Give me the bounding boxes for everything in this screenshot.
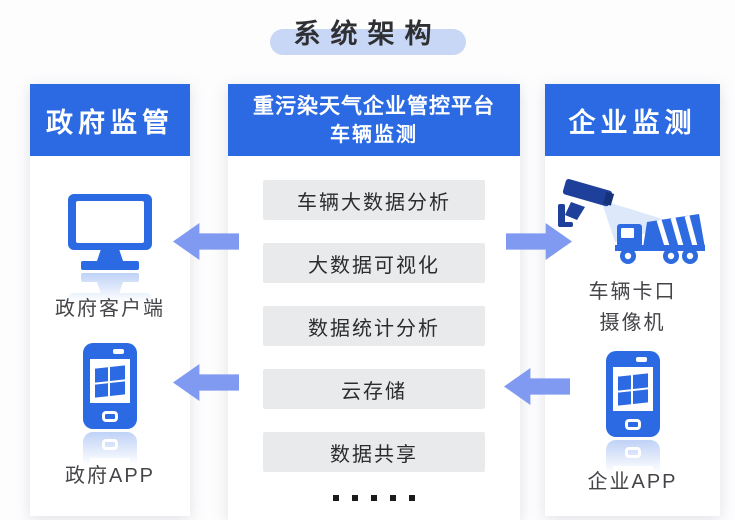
module-cloud-storage: 云存储 [263, 369, 485, 409]
page-title-text: 系统架构 [293, 19, 442, 49]
phone-home-button [624, 419, 641, 430]
camera-label-line2: 摄像机 [599, 312, 666, 334]
platform-module-list: 车辆大数据分析 大数据可视化 数据统计分析 云存储 数据共享 [263, 180, 485, 472]
module-vehicle-bigdata-analysis: 车辆大数据分析 [263, 180, 485, 220]
government-panel-title: 政府监管 [46, 107, 174, 138]
enterprise-panel-header: 企业监测 [545, 84, 720, 156]
module-bigdata-visualization: 大数据可视化 [263, 243, 485, 283]
module-data-statistics: 数据统计分析 [263, 306, 485, 346]
phone-speaker [113, 349, 124, 354]
platform-panel-header: 重污染天气企业管控平台 车辆监测 [228, 84, 520, 156]
monitor-base [81, 261, 139, 270]
cctv-camera [557, 179, 614, 227]
platform-panel: 重污染天气企业管控平台 车辆监测 车辆大数据分析 大数据可视化 数据统计分析 云… [228, 84, 520, 520]
platform-title-line2: 车辆监测 [330, 124, 418, 147]
government-client-label: 政府客户端 [55, 298, 165, 320]
monitor-stand [97, 250, 123, 261]
phone-speaker [635, 357, 647, 362]
monitor-frame [68, 194, 152, 250]
government-app-label: 政府APP [64, 465, 156, 487]
phone-screen [90, 359, 130, 403]
government-panel: 政府监管 政府客户端 政府APP [30, 84, 190, 516]
page-title: 系统架构 [0, 12, 735, 55]
windows-logo-icon [95, 364, 125, 398]
phone-home-button [102, 411, 118, 422]
module-data-sharing: 数据共享 [263, 432, 485, 472]
enterprise-panel: 企业监测 [545, 84, 720, 516]
phone-screen [612, 367, 653, 411]
government-panel-header: 政府监管 [30, 84, 190, 156]
enterprise-panel-title: 企业监测 [568, 107, 697, 138]
platform-title-line1: 重污染天气企业管控平台 [253, 94, 495, 118]
camera-label: 车辆卡口 摄像机 [589, 277, 677, 339]
smartphone-icon [605, 351, 660, 437]
monitor-screen [76, 201, 144, 243]
camera-label-line1: 车辆卡口 [588, 281, 677, 303]
enterprise-app-label: 企业APP [587, 471, 678, 493]
dump-truck [614, 214, 705, 264]
desktop-computer-icon [67, 194, 153, 270]
windows-logo-icon [617, 372, 648, 406]
smartphone-icon [83, 343, 137, 429]
ellipsis-dots [333, 495, 415, 501]
title-highlight-pill [269, 29, 466, 55]
cctv-camera-truck-icon [557, 174, 709, 271]
